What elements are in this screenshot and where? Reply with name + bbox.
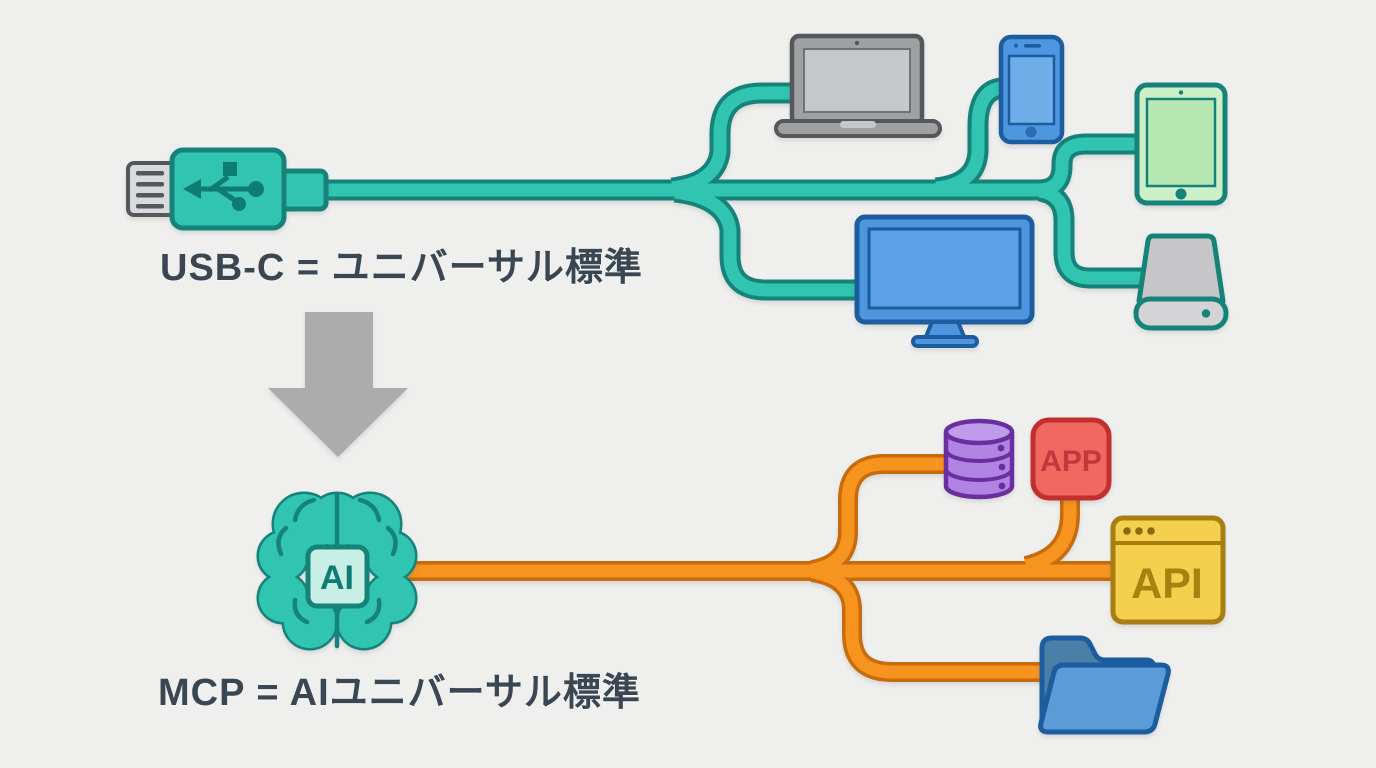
cable-branch-database-core: [810, 457, 950, 577]
smartphone-speaker: [1024, 44, 1041, 48]
ai-chip-label: AI: [320, 559, 354, 597]
mcp-caption: MCP = AIユニバーサル標準: [158, 672, 641, 714]
trident-down-branch: [216, 186, 238, 204]
app-icon: APP: [1030, 417, 1112, 501]
cable-branch-drive-core: [1038, 184, 1144, 285]
database-dot: [998, 463, 1006, 471]
api-window-dot: [1147, 527, 1155, 535]
cable-branch-monitor-core: [674, 185, 866, 297]
laptop-camera-dot: [854, 40, 860, 46]
usb-pin: [136, 171, 164, 176]
cable-branch-monitor: [673, 181, 866, 301]
monitor-base: [911, 335, 979, 348]
mcp-cable-tree: [400, 454, 1120, 682]
api-window-dot: [1135, 527, 1143, 535]
ai-chip: [305, 544, 370, 609]
brain-lobe-fill: [367, 532, 415, 580]
mcp-cable-cores: [400, 457, 1120, 679]
usb-trident-icon: [183, 162, 264, 211]
laptop-base-notch: [840, 121, 876, 128]
api-window-icon: API: [1110, 515, 1226, 625]
usb-cable-tree: [318, 77, 1144, 301]
tablet-screen: [1145, 97, 1217, 188]
cable-main-core: [318, 137, 1142, 197]
usb-pin: [136, 204, 164, 209]
brain-fold: [276, 525, 289, 557]
folder-icon: [1038, 635, 1171, 735]
database-icon: [943, 418, 1015, 500]
monitor-screen: [867, 227, 1022, 310]
smartphone-screen: [1007, 54, 1056, 126]
brain-fold: [385, 525, 398, 557]
usb-caption: USB-C = ユニバーサル標準: [160, 247, 643, 289]
api-window-dot: [1123, 527, 1131, 535]
cable-branch-laptop: [670, 82, 800, 199]
brain-fold: [292, 597, 310, 625]
usb-plug-pins: [136, 171, 164, 209]
trident-square: [223, 162, 237, 176]
database-top: [943, 418, 1015, 446]
smartphone-icon: [998, 34, 1065, 145]
database-dot: [997, 444, 1005, 452]
tablet-icon: [1134, 82, 1228, 206]
database-separator: [944, 449, 1014, 463]
brain-fold: [292, 497, 317, 523]
database-body: [943, 432, 1015, 500]
cable-branch-laptop-core: [671, 86, 800, 195]
trident-dot: [232, 197, 246, 211]
external-drive-icon: [1133, 233, 1229, 331]
app-label: APP: [1040, 445, 1102, 478]
brain-lobe-fill: [259, 532, 307, 580]
down-arrow: [268, 312, 408, 457]
usb-pin: [136, 193, 164, 198]
database-dot: [998, 482, 1006, 490]
brain-fold: [357, 497, 382, 523]
usb-c-plug-icon: [126, 147, 329, 231]
trident-circle-end: [248, 181, 264, 197]
cable-branch-folder-core: [810, 565, 1058, 679]
usb-pin: [136, 182, 164, 187]
smartphone-home-button: [1025, 126, 1037, 138]
trident-arrowhead: [183, 179, 201, 199]
brain-fold: [364, 597, 382, 625]
laptop-screen: [803, 48, 911, 113]
brain-folds: [276, 492, 398, 649]
database-separator: [944, 468, 1014, 482]
cable-branch-smartphone-core: [935, 81, 1009, 195]
api-label: API: [1131, 560, 1203, 608]
monitor-icon: [854, 214, 1035, 348]
cable-branch-database: [809, 454, 950, 580]
smartphone-speaker-dot: [1014, 43, 1018, 48]
cable-branch-app-core: [1024, 494, 1077, 573]
drive-bottom-bar: [1133, 296, 1229, 331]
tablet-camera-dot: [1178, 90, 1184, 95]
app-box: [1030, 417, 1112, 501]
trident-up-branch: [208, 174, 230, 193]
usb-plug-strain-relief: [277, 168, 329, 212]
laptop-icon: [774, 33, 942, 138]
usb-cable-cores: [318, 81, 1144, 297]
ai-brain-icon: AI: [256, 491, 418, 651]
tablet-home-button: [1175, 188, 1187, 200]
drive-top-face: [1136, 233, 1226, 304]
folder-front: [1038, 662, 1171, 735]
drive-indicator-dot: [1201, 309, 1211, 318]
